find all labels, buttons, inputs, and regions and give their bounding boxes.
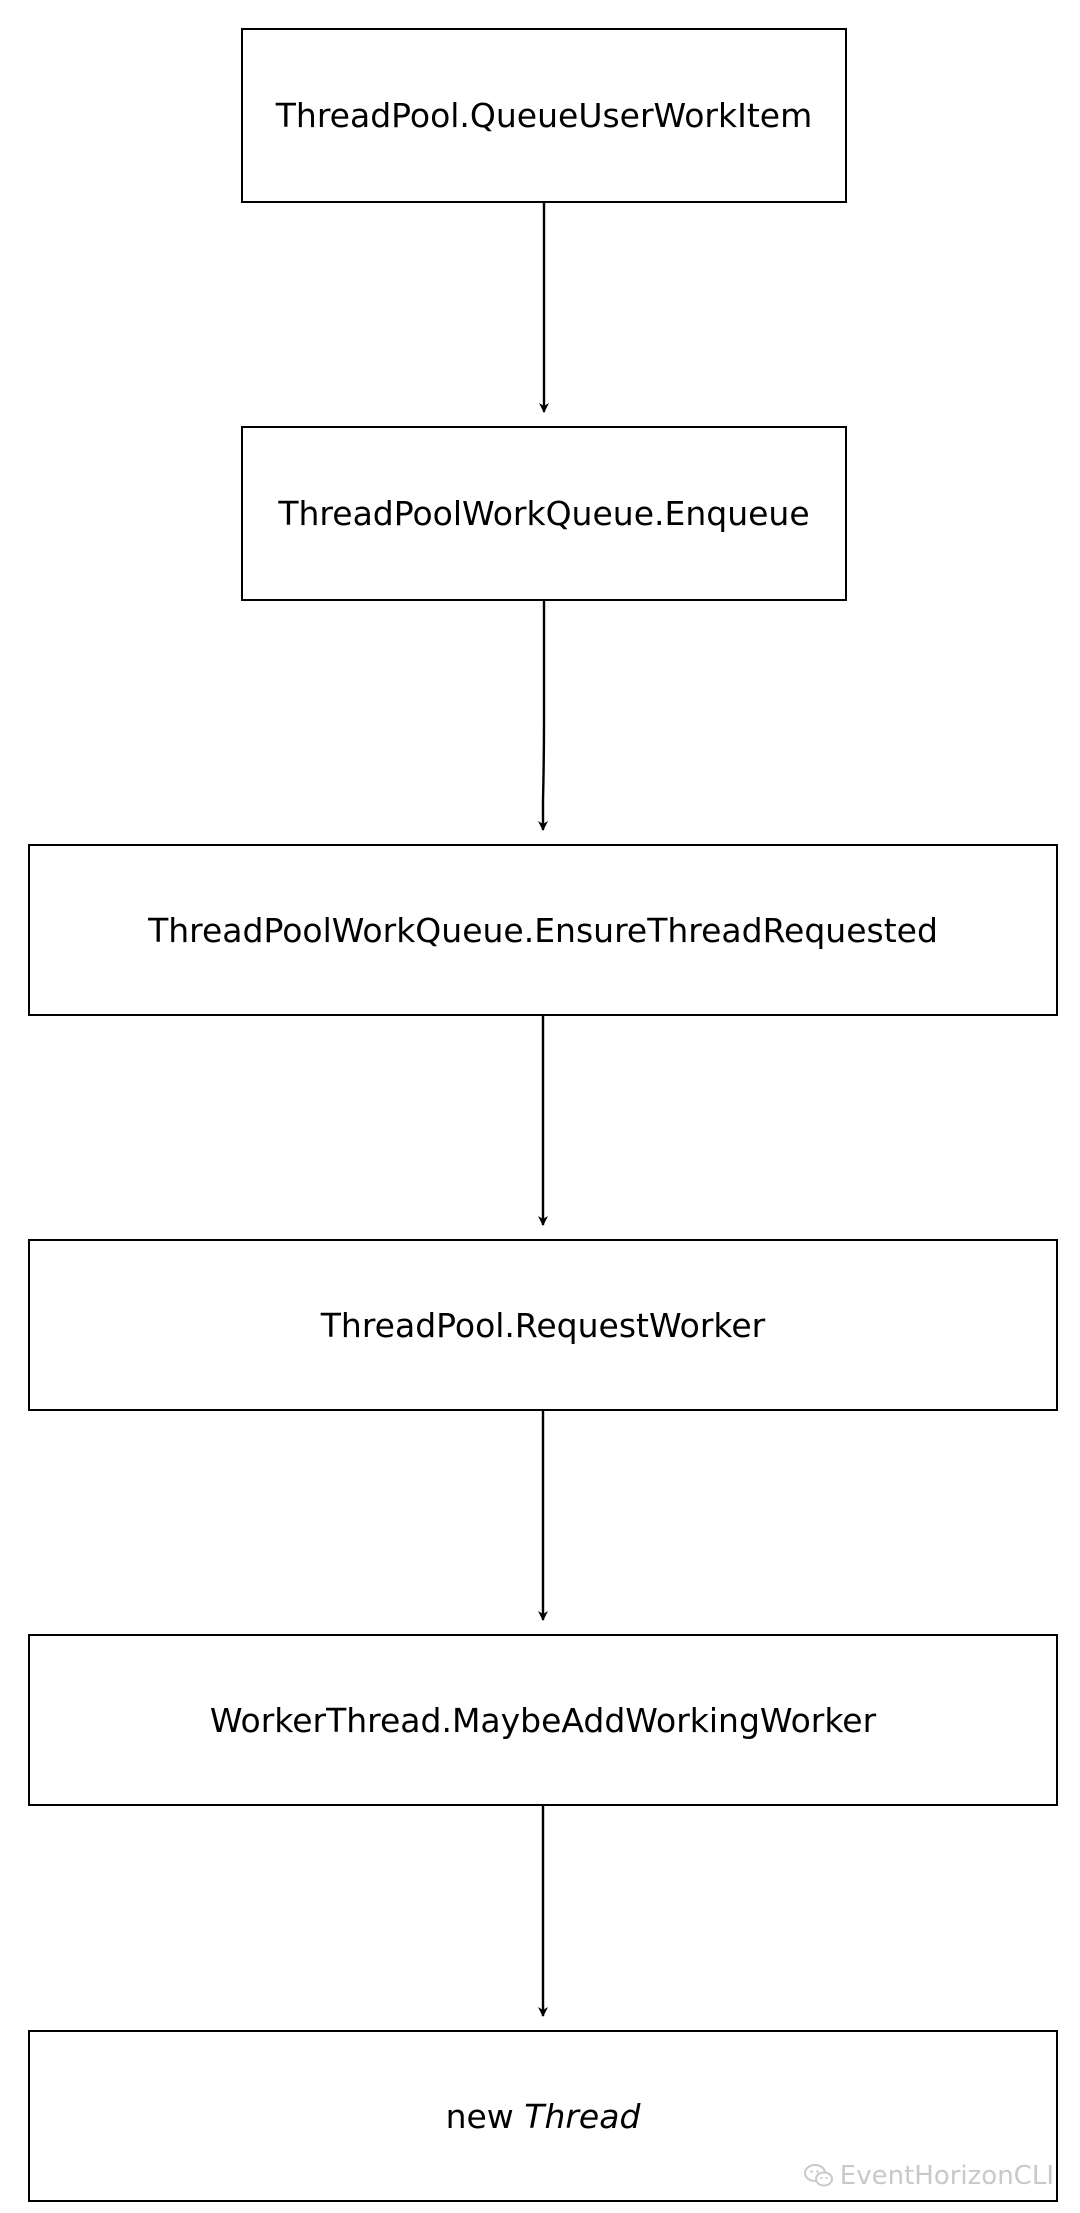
- node-enqueue: ThreadPoolWorkQueue.Enqueue: [241, 426, 847, 601]
- watermark-text: EventHorizonCLI: [839, 2161, 1054, 2191]
- node-maybe-add-working-worker: WorkerThread.MaybeAddWorkingWorker: [28, 1634, 1058, 1806]
- node-ensure-thread-requested: ThreadPoolWorkQueue.EnsureThreadRequeste…: [28, 844, 1058, 1016]
- node-label: ThreadPool.RequestWorker: [320, 1305, 766, 1345]
- node-label-plain: new: [445, 2096, 514, 2136]
- node-label: ThreadPool.QueueUserWorkItem: [275, 96, 813, 135]
- wechat-icon: [803, 2163, 834, 2189]
- watermark: EventHorizonCLI: [803, 2161, 1054, 2191]
- node-request-worker: ThreadPool.RequestWorker: [28, 1239, 1058, 1411]
- node-new-thread: new Thread: [28, 2030, 1058, 2202]
- node-label: WorkerThread.MaybeAddWorkingWorker: [209, 1700, 877, 1740]
- edge-enqueue-to-ensure-thread-requested: [538, 601, 548, 831]
- node-label: ThreadPoolWorkQueue.EnsureThreadRequeste…: [148, 910, 938, 950]
- node-label: ThreadPoolWorkQueue.Enqueue: [278, 494, 810, 533]
- node-label-italic: Thread: [524, 2096, 641, 2136]
- node-queue-user-work-item: ThreadPool.QueueUserWorkItem: [241, 28, 847, 203]
